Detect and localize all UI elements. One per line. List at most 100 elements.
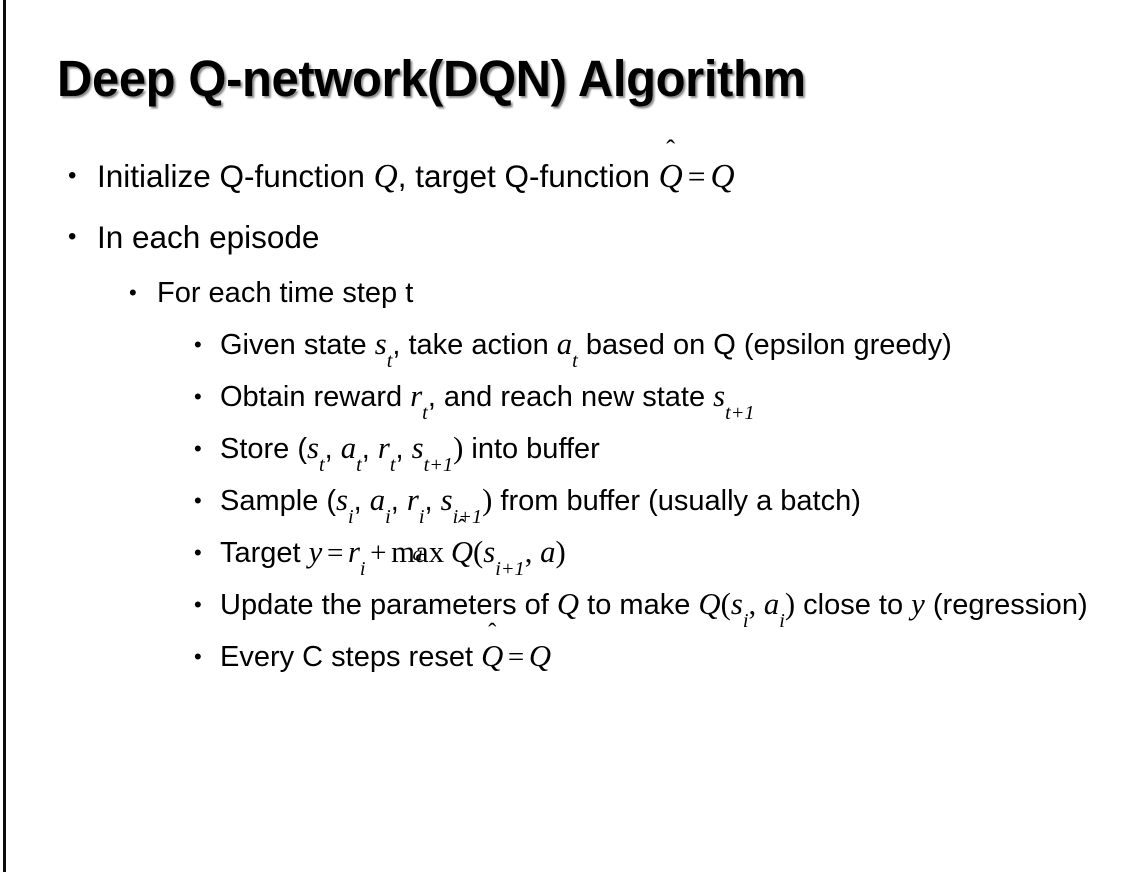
math-var-r: ri: [348, 535, 366, 579]
math-separator: ,: [748, 587, 764, 621]
math-var-q-base: Q: [658, 158, 683, 195]
bullet-in-each-episode: • In each episode: [0, 207, 1124, 267]
bullet-target: • Target y=ri+maxâQ(si+1, a): [0, 527, 1124, 579]
math-var-q: Q: [373, 158, 398, 195]
math-var-s-next: st+1: [411, 431, 453, 475]
bullet-marker: •: [194, 644, 202, 669]
math-paren-close: ): [482, 483, 493, 517]
bullet-text: Sample (si, ai, ri, si+1) from buffer (u…: [220, 475, 1096, 527]
text-fragment: ,: [424, 485, 441, 517]
math-subscript: i: [359, 557, 366, 580]
bullet-text: Given state st, take action at based on …: [220, 319, 1096, 371]
math-subscript: i+1: [495, 557, 525, 580]
bullet-text: Store (st, at, rt, st+1) into buffer: [220, 423, 1096, 475]
math-var-s-base: s: [440, 483, 453, 517]
bullet-update-parameters: • Update the parameters of Q to make Q(s…: [0, 579, 1124, 631]
math-equals: =: [326, 537, 344, 569]
math-var-s-next: si+1: [440, 483, 482, 527]
bullet-marker: •: [194, 332, 202, 357]
bullet-text: For each time step t: [157, 277, 414, 309]
math-var-s-base: s: [483, 535, 496, 569]
text-fragment: ,: [353, 485, 370, 517]
math-var-s-base: s: [307, 431, 319, 465]
text-fragment: from buffer (usually a batch): [492, 485, 861, 517]
math-var-q-hat: ̂Q: [451, 527, 473, 578]
bullet-text: Update the parameters of Q to make Q(si,…: [220, 579, 1096, 631]
bullet-store-transition: • Store (st, at, rt, st+1) into buffer: [0, 423, 1124, 475]
text-fragment: Sample (: [220, 485, 337, 517]
text-fragment: (regression): [924, 589, 1088, 621]
math-paren-close: ): [784, 587, 796, 621]
math-var-q-base: Q: [481, 639, 504, 673]
bullet-text: Target y=ri+maxâQ(si+1, a): [220, 527, 1096, 579]
math-var-a: at: [556, 327, 578, 371]
math-var-r-base: r: [377, 431, 390, 465]
text-fragment: ,: [324, 433, 341, 465]
math-subscript: i+1: [452, 505, 483, 528]
math-var-s: st: [375, 327, 393, 371]
math-equals: =: [687, 159, 706, 194]
bullet-marker: •: [194, 592, 202, 617]
math-var-q2: Q: [698, 587, 721, 621]
text-fragment: Every C steps reset: [220, 641, 482, 673]
bullet-text: Obtain reward rt, and reach new state st…: [220, 371, 1096, 423]
math-subscript: i: [348, 505, 354, 528]
math-separator: ,: [524, 535, 541, 569]
math-subscript: t: [356, 453, 362, 476]
math-paren-close: ): [555, 535, 566, 569]
math-var-r: ri: [407, 483, 425, 527]
bullet-marker: •: [194, 540, 202, 565]
math-var-q-hat: ̂Q: [481, 631, 503, 682]
bullet-text: In each episode: [97, 219, 320, 255]
text-fragment: Initialize Q-function: [97, 158, 374, 194]
math-subscript: t: [572, 349, 578, 372]
math-max-label: max: [391, 535, 445, 569]
page-title: Deep Q-network(DQN) Algorithm: [57, 50, 806, 107]
text-fragment: ,: [390, 485, 407, 517]
text-fragment: Given state: [220, 329, 375, 361]
text-fragment: based on Q (epsilon greedy): [577, 329, 952, 361]
bullet-for-each-time-step: • For each time step t: [0, 267, 1124, 319]
bullet-given-state: • Given state st, take action at based o…: [0, 319, 1124, 371]
math-var-a-base: a: [340, 431, 357, 465]
bullet-obtain-reward: • Obtain reward rt, and reach new state …: [0, 371, 1124, 423]
math-paren-open: (: [720, 587, 731, 621]
math-subscript: t: [386, 349, 393, 372]
math-subscript: i: [418, 505, 425, 528]
math-var-a-base: a: [556, 327, 573, 361]
math-subscript: t+1: [725, 401, 755, 424]
bullet-marker: •: [68, 162, 77, 189]
bullet-list: • Initialize Q-function Q, target Q-func…: [0, 146, 1124, 683]
math-var-s-next: si+1: [483, 535, 524, 579]
bullet-sample-batch: • Sample (si, ai, ri, si+1) from buffer …: [0, 475, 1124, 527]
text-fragment: close to: [795, 589, 912, 621]
bullet-reset-target-network: • Every C steps reset ̂Q=Q: [0, 631, 1124, 683]
slide-left-border: [3, 0, 6, 872]
bullet-marker: •: [68, 223, 77, 250]
math-var-s: si: [336, 483, 354, 527]
math-var-a: ai: [369, 483, 391, 527]
math-var-q-base: Q: [450, 535, 474, 569]
math-var-s: si: [731, 587, 749, 631]
math-var-s-base: s: [411, 431, 424, 465]
math-var-a: at: [340, 431, 362, 475]
text-fragment: , take action: [392, 329, 557, 361]
math-var-q: Q: [556, 587, 580, 621]
math-var-r-base: r: [410, 379, 423, 413]
math-subscript: i: [779, 609, 785, 632]
math-var-r: rt: [410, 379, 428, 423]
text-fragment: into buffer: [463, 433, 600, 465]
math-var-s-base: s: [336, 483, 349, 517]
text-fragment: ,: [361, 433, 378, 465]
math-var-s-next: st+1: [713, 379, 754, 423]
math-var-a: ai: [764, 587, 785, 631]
math-var-a-base: a: [369, 483, 386, 517]
math-subscript: t: [319, 453, 325, 476]
math-subscript: i: [742, 609, 749, 632]
text-fragment: ,: [395, 433, 412, 465]
math-subscript: t: [422, 401, 428, 424]
math-var-s-base: s: [713, 379, 726, 413]
text-fragment: , and reach new state: [427, 381, 714, 413]
math-subscript: t+1: [423, 453, 454, 476]
